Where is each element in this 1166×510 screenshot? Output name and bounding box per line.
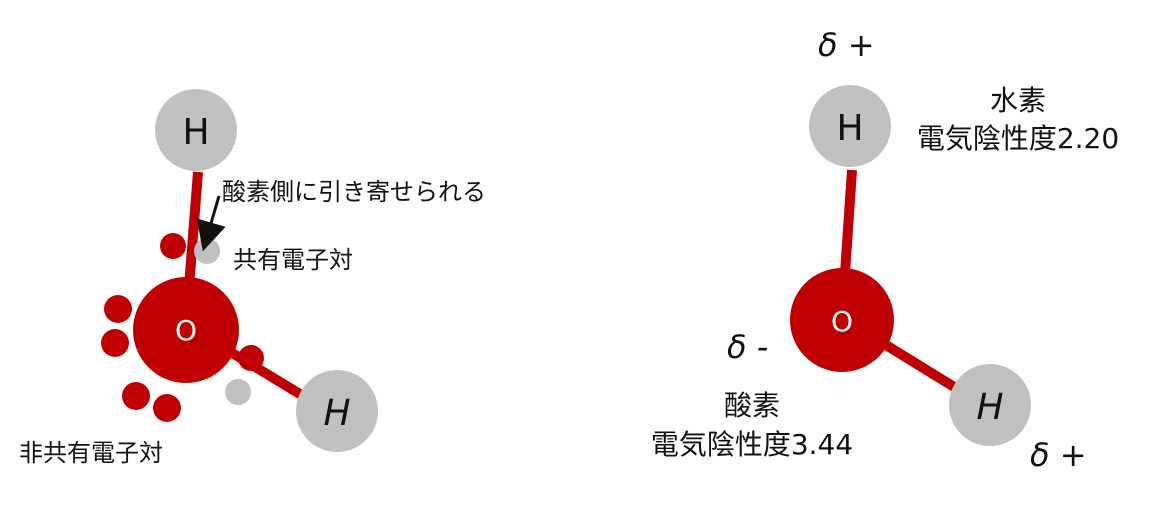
lone-pair-label: 非共有電子対 — [19, 439, 163, 467]
hydrogen-name-label: 水素 — [990, 84, 1046, 117]
right-hydrogen-right-atom — [949, 364, 1031, 446]
lone-pair-electron — [153, 394, 181, 422]
attraction-note: 酸素側に引き寄せられる — [222, 178, 486, 206]
right-oxygen-label: O — [831, 305, 853, 338]
left-hydrogen-right-label: H — [323, 393, 350, 434]
delta-plus-top-label: δ + — [818, 26, 875, 64]
delta-plus-right-label: δ + — [1030, 436, 1087, 474]
left-molecule: H O H 酸素側に引き寄せられる 共有電子対 非共有電子対 — [19, 89, 486, 467]
lone-pair-electron — [101, 329, 129, 357]
shared-pair-right-electron-red — [238, 345, 264, 371]
delta-minus-oxygen-label: δ - — [727, 328, 768, 366]
oxygen-electronegativity-label: 電気陰性度3.44 — [651, 428, 853, 461]
shared-pair-electron-gray — [194, 238, 220, 264]
shared-pair-label: 共有電子対 — [233, 246, 353, 274]
right-molecule: H O H δ + δ - δ + 水素 電気陰性度2.20 酸素 電気陰性度3… — [651, 26, 1119, 474]
shared-pair-right-electron-gray — [225, 379, 251, 405]
left-oxygen-atom — [133, 277, 239, 383]
left-hydrogen-top-label: H — [182, 112, 209, 153]
right-hydrogen-right-label: H — [976, 387, 1003, 428]
right-hydrogen-top-atom — [809, 85, 891, 167]
left-hydrogen-right-atom — [296, 370, 378, 452]
shared-pair-electron-red — [160, 233, 186, 259]
right-oxygen-atom — [790, 268, 894, 372]
hydrogen-electronegativity-label: 電気陰性度2.20 — [917, 122, 1119, 155]
left-oxygen-label: O — [175, 314, 197, 347]
oxygen-name-label: 酸素 — [724, 389, 780, 422]
lone-pair-electron — [104, 295, 132, 323]
attraction-arrow — [196, 195, 226, 252]
lone-pair-electron — [122, 382, 150, 410]
left-hydrogen-top-atom — [155, 89, 237, 171]
right-hydrogen-top-label: H — [836, 108, 863, 149]
